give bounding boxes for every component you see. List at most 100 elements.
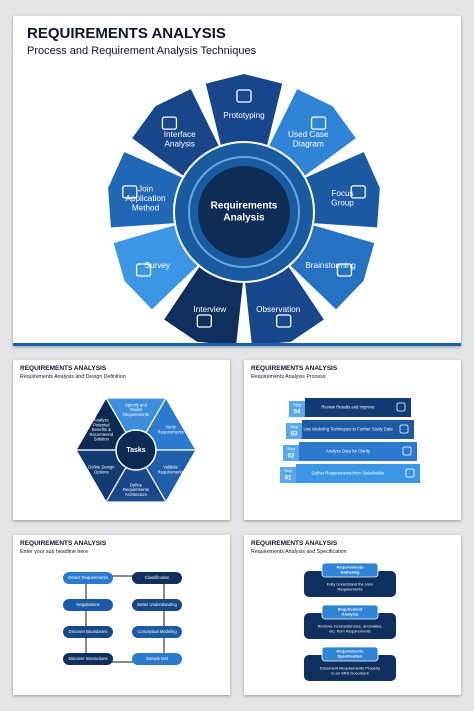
spec-card-body-label: Fully Understand the User (327, 582, 374, 587)
slide-title: REQUIREMENTS ANALYSIS (251, 365, 338, 372)
task-label: Model (130, 407, 141, 412)
step-label: Use Modeling Techniques to Further Study… (303, 427, 393, 432)
slide-subtitle: Requirements Analysis and Design Definit… (20, 374, 126, 380)
main-slide-title: REQUIREMENTS ANALYSIS (27, 25, 226, 42)
spec-card-body-label: Requirements (338, 587, 363, 592)
segment-icon (122, 185, 138, 199)
thumbnail-slide-specification[interactable]: REQUIREMENTS ANALYSIS Requirements Analy… (244, 535, 461, 695)
segment-label: Analysis (164, 139, 195, 148)
spec-card-header-label: Analysis (342, 611, 359, 616)
task-label: Benefits & (92, 427, 111, 432)
flow-right-item[interactable]: Conceptual Modeling (132, 626, 182, 638)
segment-label: Focus (331, 189, 353, 198)
center-circle (198, 166, 290, 258)
task-label: Define (130, 482, 143, 487)
tasks-hexagon-diagram: Specify andModelRequirements01VerifyRequ… (74, 391, 198, 509)
task-label: Verify (165, 425, 176, 430)
wheel-segment-prototyping[interactable]: Prototyping (203, 71, 285, 148)
step-tab (283, 445, 299, 461)
flow-pill (132, 653, 182, 665)
task-label: Architecture (125, 492, 148, 497)
task-label: Requirements (123, 412, 149, 417)
spec-card-body (304, 571, 396, 597)
task-label: Define Design (88, 465, 115, 470)
spec-card-header-label: Requirements (337, 649, 364, 654)
flow-label: Negotiations (76, 602, 99, 607)
segment-icon (161, 116, 178, 130)
step-word: Step (290, 425, 298, 429)
segment-label: Interview (193, 305, 226, 314)
step-bar (299, 442, 417, 461)
task-label: Options (94, 470, 108, 475)
flow-left-item[interactable]: Negotiations (63, 599, 113, 611)
thumbnail-slide-tasks[interactable]: REQUIREMENTS ANALYSIS Requirements Analy… (13, 360, 230, 520)
main-slide[interactable]: REQUIREMENTS ANALYSIS Process and Requir… (13, 16, 461, 346)
task-number: 06 (85, 419, 91, 425)
flow-pill (63, 626, 113, 638)
step-word: Step (287, 447, 295, 451)
flow-label: Better Understanding (137, 602, 177, 607)
slide-title: REQUIREMENTS ANALYSIS (20, 540, 107, 547)
segment-label: Brainstorming (305, 261, 356, 270)
flow-right-item[interactable]: Better Understanding (132, 599, 182, 611)
task-label: Requirements (123, 487, 149, 492)
task-label: Requirements (158, 470, 184, 475)
task-number: 01 (133, 391, 139, 397)
spec-card-header-label: Specification (338, 653, 363, 658)
task-number: 05 (85, 475, 91, 481)
step-bar (302, 420, 414, 439)
task-number: 03 (182, 475, 188, 481)
process-step-03[interactable]: Step 03 Use Modeling Techniques to Further… (286, 420, 414, 439)
task-label: Analyze (94, 418, 110, 423)
segment-label: Join (138, 184, 153, 193)
flow-pill (63, 599, 113, 611)
task-label: Validate (163, 465, 178, 470)
thumbnail-slide-flow[interactable]: REQUIREMENTS ANALYSIS Enter your sub hea… (13, 535, 230, 695)
task-number: 04 (133, 503, 139, 509)
flow-pill (132, 626, 182, 638)
segment-label: Group (331, 199, 354, 208)
segment-label: Application (125, 194, 166, 203)
step-tab (280, 467, 296, 483)
step-icon (399, 424, 409, 434)
segment-label: Prototyping (223, 111, 265, 120)
step-label: Analyze Data for Clarity (326, 449, 371, 454)
segment-shape (203, 71, 285, 148)
step-tab (286, 423, 302, 439)
spec-card-header (321, 646, 379, 662)
spec-card-body-label: Document Requirements Properly (320, 666, 380, 671)
flow-left-item[interactable]: Discover Interactions (63, 653, 113, 665)
step-number: 03 (291, 432, 298, 438)
flow-pill (63, 572, 113, 584)
slide-subtitle: Enter your sub headline here (20, 549, 89, 555)
bottom-accent-bar (13, 343, 461, 346)
step-bar (305, 398, 411, 417)
flow-left-item[interactable]: Detect Requirements (63, 572, 113, 584)
flow-right-item[interactable]: Classification (132, 572, 182, 584)
flow-diagram: Detect RequirementsNegotiationsDiscover … (63, 572, 182, 665)
main-slide-subtitle: Process and Requirement Analysis Techniq… (27, 45, 257, 57)
thumbnail-slide-process[interactable]: REQUIREMENTS ANALYSIS Requirements Analy… (244, 360, 461, 520)
flow-right-item[interactable]: Sample test (132, 653, 182, 665)
spec-card-body (304, 613, 396, 639)
center-label: Analysis (223, 213, 265, 224)
flow-label: Classification (145, 575, 170, 580)
flow-left-item[interactable]: Discover Boundaries (63, 626, 113, 638)
step-label: Gather Requirements from Stakeholder (311, 471, 385, 476)
segment-icon (310, 116, 327, 130)
segment-label: Diagram (293, 139, 324, 148)
step-icon (402, 446, 412, 456)
segment-icon (350, 185, 366, 199)
